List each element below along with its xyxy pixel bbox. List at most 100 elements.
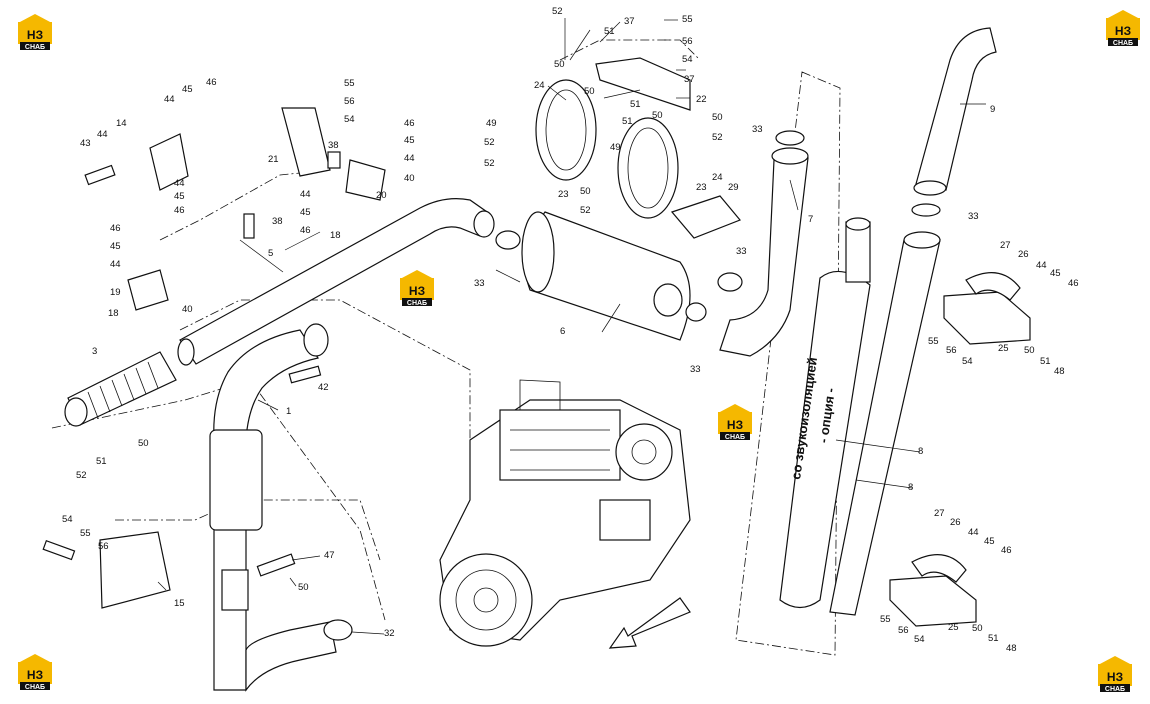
- logo-top-left: НЗ СНАБ: [18, 14, 52, 51]
- logo-sub: СНАБ: [725, 434, 745, 441]
- callout-label: 56: [98, 541, 109, 552]
- callout-label: 55: [880, 614, 891, 625]
- logo-sub: СНАБ: [1105, 686, 1125, 693]
- callout-label: 45: [984, 536, 995, 547]
- logo-brand: НЗ: [409, 284, 425, 298]
- callout-label: 21: [268, 154, 279, 165]
- callout-label: 47: [324, 550, 335, 561]
- pipe-9: [913, 27, 997, 196]
- callout-label: 50: [584, 86, 595, 97]
- callout-label: 18: [108, 308, 119, 319]
- callout-label: 46: [110, 223, 121, 234]
- callout-label: 37: [684, 74, 695, 85]
- callout-label: 52: [552, 6, 563, 17]
- callout-label: 52: [484, 158, 495, 169]
- callout-label: 52: [484, 137, 495, 148]
- callout-label: 46: [300, 225, 311, 236]
- callout-label: 45: [174, 191, 185, 202]
- callout-label: 54: [914, 634, 925, 645]
- callout-label: 51: [988, 633, 999, 644]
- logo-sub: СНАБ: [407, 300, 427, 307]
- callout-label: 37: [624, 16, 635, 27]
- callout-label: 40: [404, 173, 415, 184]
- callout-label: 26: [950, 517, 961, 528]
- callout-label: 54: [62, 514, 73, 525]
- callout-label: 48: [1006, 643, 1017, 654]
- callout-label: 27: [934, 508, 945, 519]
- callout-label: 54: [344, 114, 355, 125]
- callout-label: 55: [682, 14, 693, 25]
- callout-label: 45: [182, 84, 193, 95]
- callout-label: 3: [92, 346, 97, 357]
- callout-label: 56: [682, 36, 693, 47]
- callout-label: 50: [1024, 345, 1035, 356]
- callout-label: 49: [610, 142, 621, 153]
- callout-label: 7: [808, 214, 813, 225]
- callout-label: 44: [300, 189, 311, 200]
- callout-label: 51: [622, 116, 633, 127]
- callout-label: 45: [300, 207, 311, 218]
- callout-label: 23: [558, 189, 569, 200]
- callout-label: 50: [712, 112, 723, 123]
- callout-label: 52: [712, 132, 723, 143]
- callout-label: 46: [206, 77, 217, 88]
- logo-brand: НЗ: [27, 28, 43, 42]
- callout-label: 56: [344, 96, 355, 107]
- callout-label: 44: [174, 178, 185, 189]
- callout-label: 51: [604, 26, 615, 37]
- callout-label: 8: [908, 482, 913, 493]
- logo-bottom-left: НЗ СНАБ: [18, 654, 52, 691]
- exhaust-pipe-1: [209, 323, 337, 692]
- callout-label: 25: [948, 622, 959, 633]
- callout-label: 46: [404, 118, 415, 129]
- logo-bottom-right: НЗ СНАБ: [1098, 656, 1132, 693]
- logo-sub: СНАБ: [1113, 40, 1133, 47]
- callout-label: 44: [97, 129, 108, 140]
- callout-label: 38: [328, 140, 339, 151]
- callout-label: 50: [580, 186, 591, 197]
- callout-label: 56: [898, 625, 909, 636]
- callout-label: 40: [182, 304, 193, 315]
- callout-label: 26: [1018, 249, 1029, 260]
- logo-brand: НЗ: [1115, 24, 1131, 38]
- callout-label: 50: [972, 623, 983, 634]
- callout-label: 27: [1000, 240, 1011, 251]
- callout-label: 33: [474, 278, 485, 289]
- callout-label: 49: [486, 118, 497, 129]
- silencer-6: [521, 211, 691, 341]
- logo-sub: СНАБ: [25, 684, 45, 691]
- direction-arrow: [608, 597, 691, 649]
- callout-label: 33: [968, 211, 979, 222]
- callout-label: 50: [652, 110, 663, 121]
- callout-label: 6: [560, 326, 565, 337]
- callout-label: 46: [1001, 545, 1012, 556]
- callout-label: 15: [174, 598, 185, 609]
- callout-label: 23: [696, 182, 707, 193]
- callout-label: 5: [268, 248, 273, 259]
- logo-brand: НЗ: [27, 668, 43, 682]
- callout-label: 48: [1054, 366, 1065, 377]
- bracket-24-23: [535, 57, 691, 219]
- callout-label: 50: [298, 582, 309, 593]
- logo-top-right: НЗ СНАБ: [1106, 10, 1140, 47]
- callout-label: 19: [110, 287, 121, 298]
- logo-mid-right: НЗ СНАБ: [718, 404, 752, 441]
- callout-label: 55: [80, 528, 91, 539]
- callout-label: 55: [344, 78, 355, 89]
- callout-label: 46: [1068, 278, 1079, 289]
- hardware: [42, 107, 941, 641]
- flex-hose-3: [64, 351, 177, 427]
- callout-label: 18: [330, 230, 341, 241]
- callout-label: 50: [138, 438, 149, 449]
- callout-label: 22: [696, 94, 707, 105]
- callout-label: 56: [946, 345, 957, 356]
- pipe-7: [719, 147, 809, 357]
- callout-label: 24: [534, 80, 545, 91]
- leader-lines: [157, 18, 986, 635]
- bracket-25-upper: [943, 272, 1031, 345]
- callout-label: 45: [1050, 268, 1061, 279]
- callout-label: 44: [404, 153, 415, 164]
- callout-label: 33: [752, 124, 763, 135]
- callout-label: 51: [1040, 356, 1051, 367]
- callout-label: 52: [580, 205, 591, 216]
